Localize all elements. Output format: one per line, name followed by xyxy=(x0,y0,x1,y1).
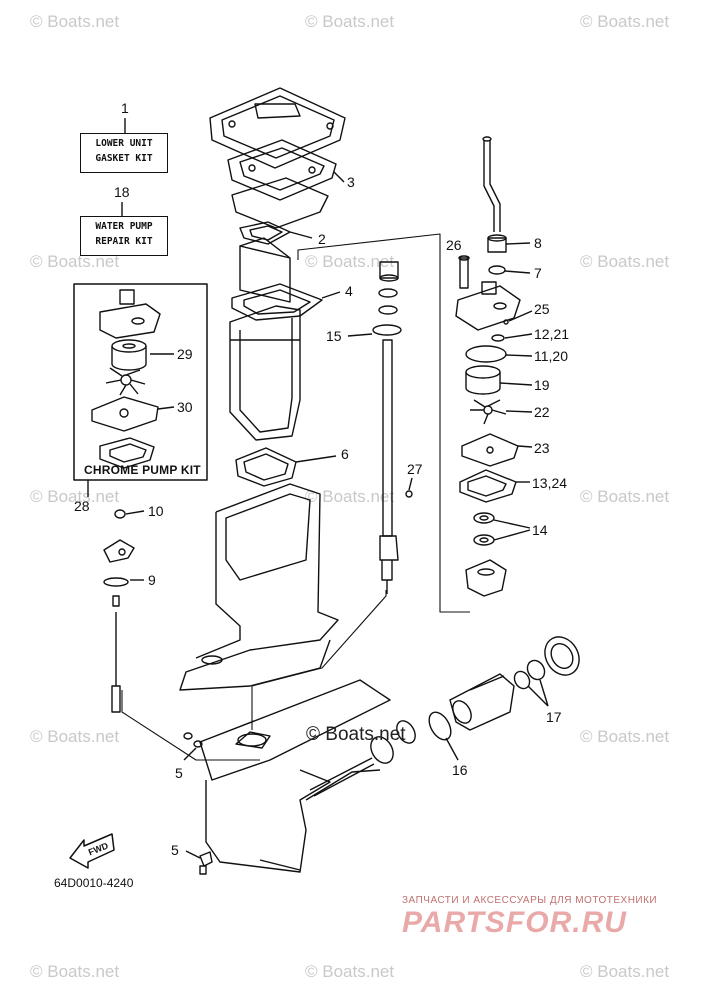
callout-1[interactable]: 1 xyxy=(121,100,129,116)
callout-26[interactable]: 26 xyxy=(446,237,462,253)
watermark: © Boats.net xyxy=(305,487,395,506)
callout-9[interactable]: 9 xyxy=(148,572,156,588)
callout-23[interactable]: 23 xyxy=(534,440,550,456)
callout-29[interactable]: 29 xyxy=(177,346,193,362)
watermark: © Boats.net xyxy=(580,12,670,31)
callout-7[interactable]: 7 xyxy=(534,265,542,281)
bolt-5-lower xyxy=(199,851,213,875)
callout-3[interactable]: 3 xyxy=(347,174,355,190)
kit-line: LOWER UNIT xyxy=(95,138,153,149)
plate-under-gasket xyxy=(231,177,329,229)
bolt-26 xyxy=(458,255,470,289)
kit-line: GASKET KIT xyxy=(95,153,153,164)
callout-16[interactable]: 16 xyxy=(452,762,468,778)
shift-rod-assembly xyxy=(103,509,135,713)
o-ring-15 xyxy=(372,324,402,336)
o-ring-12-21 xyxy=(491,334,505,342)
bolt-5-upper xyxy=(183,732,203,748)
callout-14[interactable]: 14 xyxy=(532,522,548,538)
drive-shaft xyxy=(379,339,399,594)
chrome-kit-insert-cartridge xyxy=(111,339,147,371)
chrome-kit-outer-plate xyxy=(91,396,159,432)
kit-line: WATER PUMP xyxy=(95,221,153,232)
kit-line: REPAIR KIT xyxy=(95,236,153,247)
callout-5-lower[interactable]: 5 xyxy=(171,842,179,858)
watermark: © Boats.net xyxy=(30,962,120,981)
gasket-13-24 xyxy=(459,469,517,503)
callout-27[interactable]: 27 xyxy=(407,461,423,477)
watermark: © Boats.net xyxy=(30,727,120,746)
center-watermark: © Boats.net xyxy=(306,724,406,745)
callout-2[interactable]: 2 xyxy=(318,231,326,247)
outer-plate-23 xyxy=(461,433,519,467)
water-pump-repair-kit-box[interactable]: WATER PUMP REPAIR KIT xyxy=(80,216,168,256)
watermark: © Boats.net xyxy=(30,12,120,31)
chrome-pump-kit-label: CHROME PUMP KIT xyxy=(84,463,201,477)
callout-18[interactable]: 18 xyxy=(114,184,130,200)
watermark: © Boats.net xyxy=(305,962,395,981)
brand-logo: PARTSFOR.RU xyxy=(402,906,627,939)
seal-ring xyxy=(378,288,398,298)
chrome-kit-frame xyxy=(73,283,208,481)
o-ring-11-20 xyxy=(465,345,507,363)
bearing-17 xyxy=(513,659,546,690)
chrome-kit-gasket xyxy=(99,437,155,469)
brand-tagline: ЗАПЧАСТИ И АКСЕССУАРЫ ДЛЯ МОТОТЕХНИКИ xyxy=(402,895,658,906)
lower-unit-gasket-kit-box[interactable]: LOWER UNIT GASKET KIT xyxy=(80,133,168,173)
gasket-2 xyxy=(239,221,291,245)
watermark: © Boats.net xyxy=(30,252,120,271)
upper-gasket-3 xyxy=(227,139,337,201)
watermark: © Boats.net xyxy=(580,487,670,506)
callout-8[interactable]: 8 xyxy=(534,235,542,251)
callout-10[interactable]: 10 xyxy=(148,503,164,519)
callout-19[interactable]: 19 xyxy=(534,377,550,393)
callout-25[interactable]: 25 xyxy=(534,301,550,317)
callout-30[interactable]: 30 xyxy=(177,399,193,415)
exhaust-housing xyxy=(229,305,301,441)
prop-shaft-gears xyxy=(309,720,416,797)
prop-shaft-housing xyxy=(449,673,515,731)
watermark: © Boats.net xyxy=(305,12,395,31)
callout-12-21[interactable]: 12,21 xyxy=(534,326,570,342)
seal-ring xyxy=(378,305,398,315)
chrome-kit-pump-housing xyxy=(99,289,161,339)
callout-11-20[interactable]: 11,20 xyxy=(534,348,568,364)
water-tube xyxy=(482,136,501,232)
seal-housing-cap xyxy=(544,636,580,676)
upper-casing xyxy=(179,483,339,691)
callout-4[interactable]: 4 xyxy=(345,283,353,299)
callout-13-24[interactable]: 13,24 xyxy=(532,475,568,491)
callout-5-upper[interactable]: 5 xyxy=(175,765,183,781)
diagram-code: 64D0010-4240 xyxy=(54,876,134,890)
drive-shaft-bushing xyxy=(379,261,399,282)
callout-17[interactable]: 17 xyxy=(546,709,562,725)
watermark: © Boats.net xyxy=(305,252,395,271)
watermark: © Boats.net xyxy=(30,487,120,506)
impeller-22 xyxy=(470,399,507,425)
seal-6 xyxy=(235,447,297,487)
watermark: © Boats.net xyxy=(580,962,670,981)
pump-housing xyxy=(455,281,521,331)
o-ring-16 xyxy=(428,711,452,741)
callout-28[interactable]: 28 xyxy=(74,498,90,514)
top-plate xyxy=(209,87,346,169)
chrome-kit-impeller xyxy=(105,367,146,396)
callout-15[interactable]: 15 xyxy=(326,328,342,344)
seals-14 xyxy=(473,512,495,546)
grommet-7 xyxy=(488,265,506,275)
fwd-arrow-icon xyxy=(69,833,115,869)
watermark: © Boats.net xyxy=(580,727,670,746)
grommet-8 xyxy=(487,234,507,253)
watermark: © Boats.net xyxy=(580,252,670,271)
gasket-4 xyxy=(231,283,323,321)
exhaust-guide xyxy=(239,237,291,303)
gearcase xyxy=(199,679,391,873)
callout-6[interactable]: 6 xyxy=(341,446,349,462)
insert-cartridge-19 xyxy=(465,365,501,395)
callout-22[interactable]: 22 xyxy=(534,404,550,420)
pump-base xyxy=(465,559,507,597)
